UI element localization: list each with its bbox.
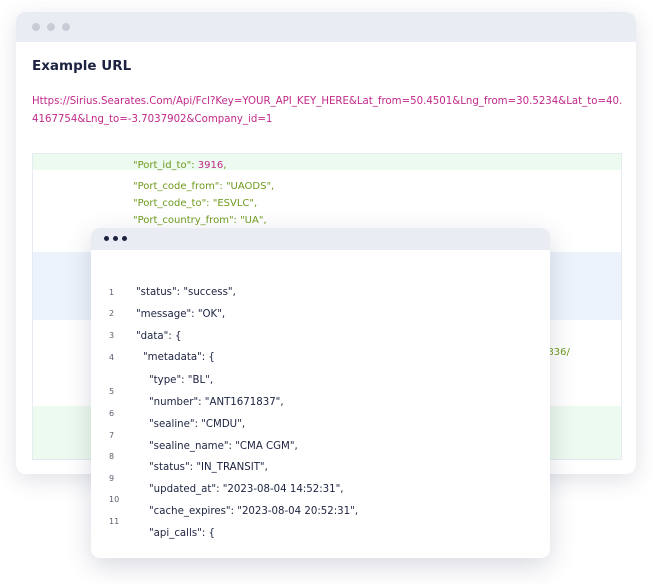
line-number: 5: [109, 387, 115, 396]
code-line: "api_calls": {: [149, 528, 215, 539]
line-number: 7: [109, 431, 115, 440]
line-number: 11: [109, 517, 120, 526]
window-titlebar: [91, 228, 550, 250]
line-number: 8: [109, 452, 115, 461]
window-dot-icon: [104, 236, 109, 241]
code-line: "updated_at": "2023-08-04 14:52:31",: [149, 484, 344, 495]
line-number: 1: [109, 288, 115, 297]
code-line: "type": "BL",: [149, 375, 214, 386]
json-line: "Port_id_to": 3916,: [133, 160, 226, 171]
code-window: 1 2 3 4 5 6 7 8 9 10 11 "status": "succe…: [91, 228, 550, 558]
example-url-link[interactable]: Https://Sirius.Searates.Com/Api/Fcl?Key=…: [32, 96, 623, 125]
code-line: "message": "OK",: [136, 309, 226, 320]
line-number: 6: [109, 409, 115, 418]
json-line: "Port_code_from": "UAODS",: [133, 181, 275, 192]
line-number: 4: [109, 353, 115, 362]
json-line: "Port_country_from": "UA",: [133, 215, 267, 226]
json-line-partial: 2836/: [541, 347, 570, 358]
highlight-band: [33, 154, 621, 170]
code-line: "status": "success",: [136, 287, 236, 298]
window-titlebar: [16, 12, 636, 42]
json-punct: ,: [223, 160, 227, 171]
json-number: 3916: [197, 160, 224, 171]
window-dot-icon: [47, 23, 55, 31]
code-line: "number": "ANT1671837",: [149, 397, 284, 408]
code-line: "metadata": {: [143, 352, 215, 363]
window-dot-icon: [62, 23, 70, 31]
window-dot-icon: [113, 236, 118, 241]
code-line: "status": "IN_TRANSIT",: [149, 462, 268, 473]
code-line: "data": {: [136, 331, 182, 342]
line-number: 3: [109, 331, 115, 340]
json-key: "Port_id_to":: [133, 160, 198, 171]
window-dot-icon: [32, 23, 40, 31]
window-dot-icon: [122, 236, 127, 241]
code-line: "sealine_name": "CMA CGM",: [149, 441, 298, 452]
json-line: "Port_code_to": "ESVLC",: [133, 198, 258, 209]
line-number: 9: [109, 474, 115, 483]
code-line: "sealine": "CMDU",: [149, 419, 246, 430]
code-line: "cache_expires": "2023-08-04 20:52:31",: [149, 506, 359, 517]
section-title: Example URL: [32, 58, 132, 74]
line-number: 10: [109, 495, 120, 504]
line-number: 2: [109, 309, 115, 318]
